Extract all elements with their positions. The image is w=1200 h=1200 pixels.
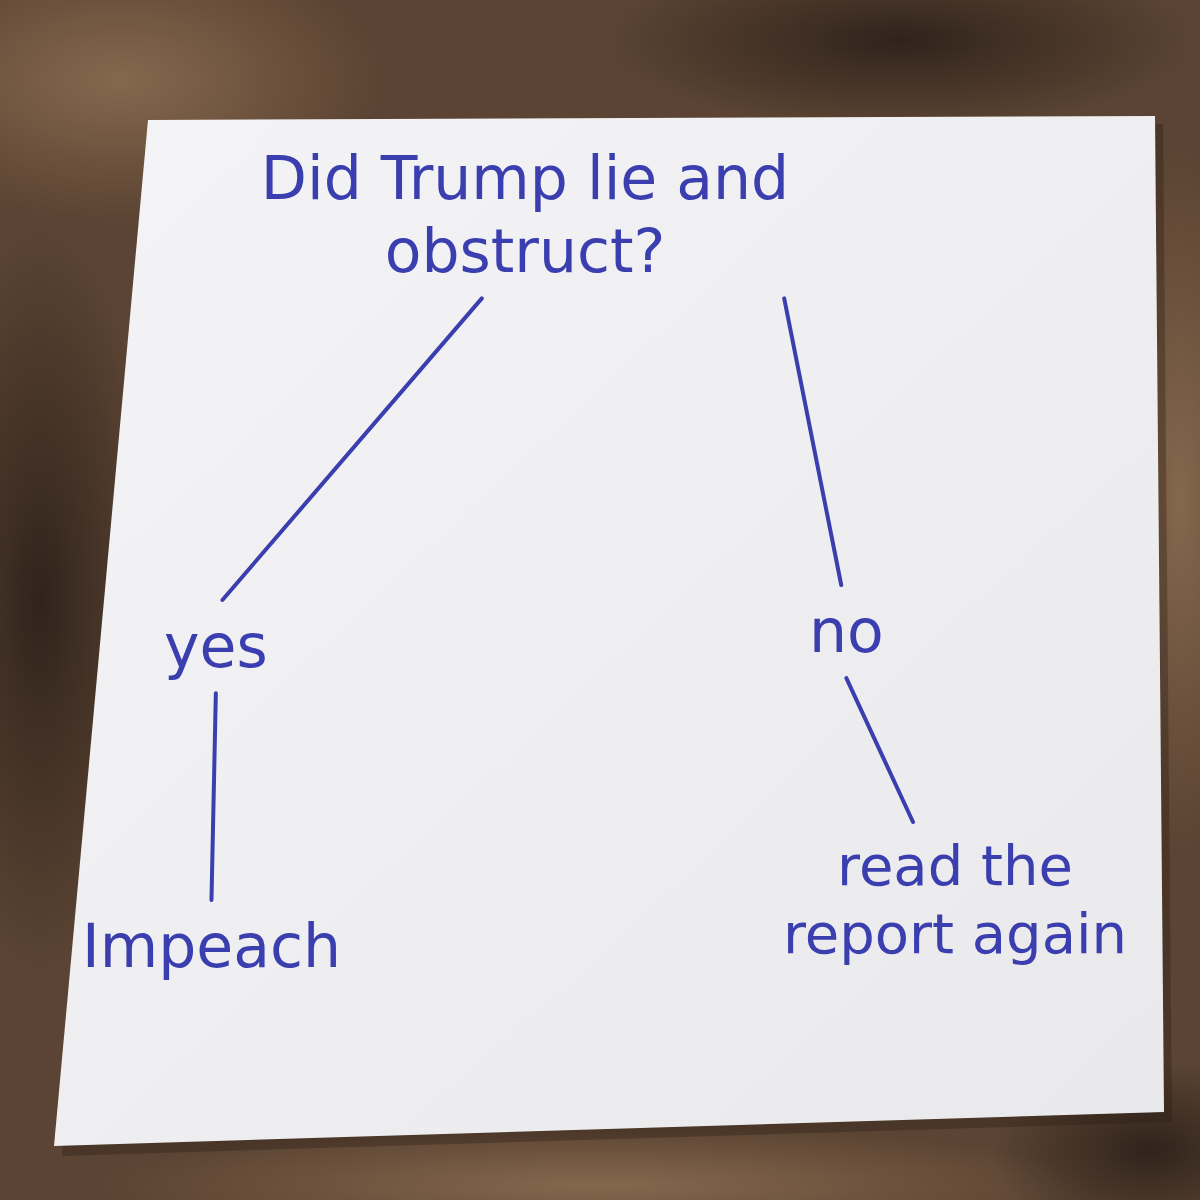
tree-node: Did Trump lie and obstruct? xyxy=(165,132,885,298)
tree-node: read the report again xyxy=(745,822,1165,979)
branch-line xyxy=(211,693,215,900)
handwritten-text: read the report again xyxy=(759,832,1151,969)
tree-node: no xyxy=(795,585,898,678)
sticky-note xyxy=(54,116,1164,1146)
branch-line xyxy=(222,298,481,600)
handwritten-text: no xyxy=(809,595,884,668)
handwritten-text: yes xyxy=(164,610,268,683)
marble-vein xyxy=(600,0,1200,130)
tree-node: yes xyxy=(150,600,282,693)
branch-line xyxy=(784,298,841,585)
branch-line xyxy=(846,678,913,822)
tree-node: Impeach xyxy=(68,900,355,993)
handwritten-text: Did Trump lie and obstruct? xyxy=(179,142,871,288)
handwritten-text: Impeach xyxy=(82,910,341,983)
